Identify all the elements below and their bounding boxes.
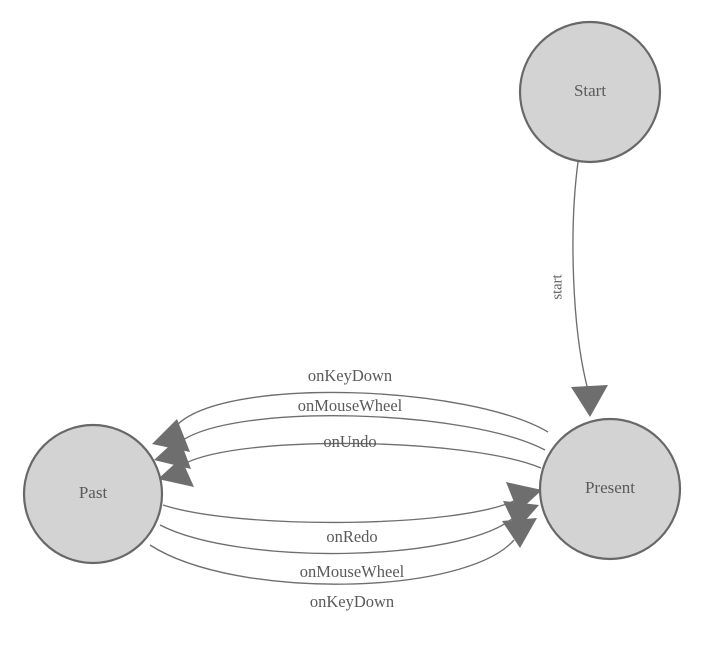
- node-past-circle: [22, 423, 164, 565]
- edge-past-to-present-onmousewheel-arrowhead: [503, 501, 539, 530]
- edge-label-present-to-past-onmousewheel: onMouseWheel: [298, 396, 403, 415]
- edge-label-past-to-present-onkeydown: onKeyDown: [310, 592, 394, 611]
- node-present[interactable]: Present: [538, 417, 682, 561]
- edge-start-to-present-path: [572, 161, 589, 391]
- edge-past-to-present-onkeydown[interactable]: onKeyDown: [149, 518, 537, 611]
- edge-start-to-present-arrowhead: [571, 385, 608, 417]
- edge-past-to-present-onredo[interactable]: onRedo: [162, 482, 542, 546]
- edge-present-to-past-onundo-arrowhead: [158, 458, 194, 487]
- edge-label-present-to-past-onkeydown: onKeyDown: [308, 366, 392, 385]
- edge-label-past-to-present-onmousewheel: onMouseWheel: [300, 562, 405, 581]
- edge-past-to-present-onredo-path: [162, 499, 517, 524]
- edge-present-to-past-onundo-path: [183, 442, 542, 469]
- edge-present-to-past-onundo[interactable]: onUndo: [158, 432, 542, 487]
- node-start-circle: [518, 20, 662, 164]
- node-present-label: Present: [585, 478, 635, 497]
- node-start-label: Start: [574, 81, 606, 100]
- edge-start-to-present[interactable]: start: [549, 161, 608, 417]
- node-past-label: Past: [79, 483, 108, 502]
- node-start[interactable]: Start: [518, 20, 662, 164]
- edge-label-present-to-past-onundo: onUndo: [323, 432, 376, 451]
- node-present-circle: [538, 417, 682, 561]
- edge-present-to-past-onmousewheel-path: [179, 415, 546, 451]
- edge-past-to-present-onmousewheel[interactable]: onMouseWheel: [159, 501, 539, 581]
- edge-past-to-present-onkeydown-path: [149, 539, 515, 585]
- edge-present-to-past-onkeydown-path: [177, 391, 549, 433]
- node-past[interactable]: Past: [22, 423, 164, 565]
- edge-past-to-present-onmousewheel-path: [159, 517, 514, 555]
- edge-label-start: start: [549, 275, 565, 300]
- edge-label-past-to-present-onredo: onRedo: [326, 527, 377, 546]
- edge-past-to-present-onkeydown-arrowhead: [502, 518, 537, 548]
